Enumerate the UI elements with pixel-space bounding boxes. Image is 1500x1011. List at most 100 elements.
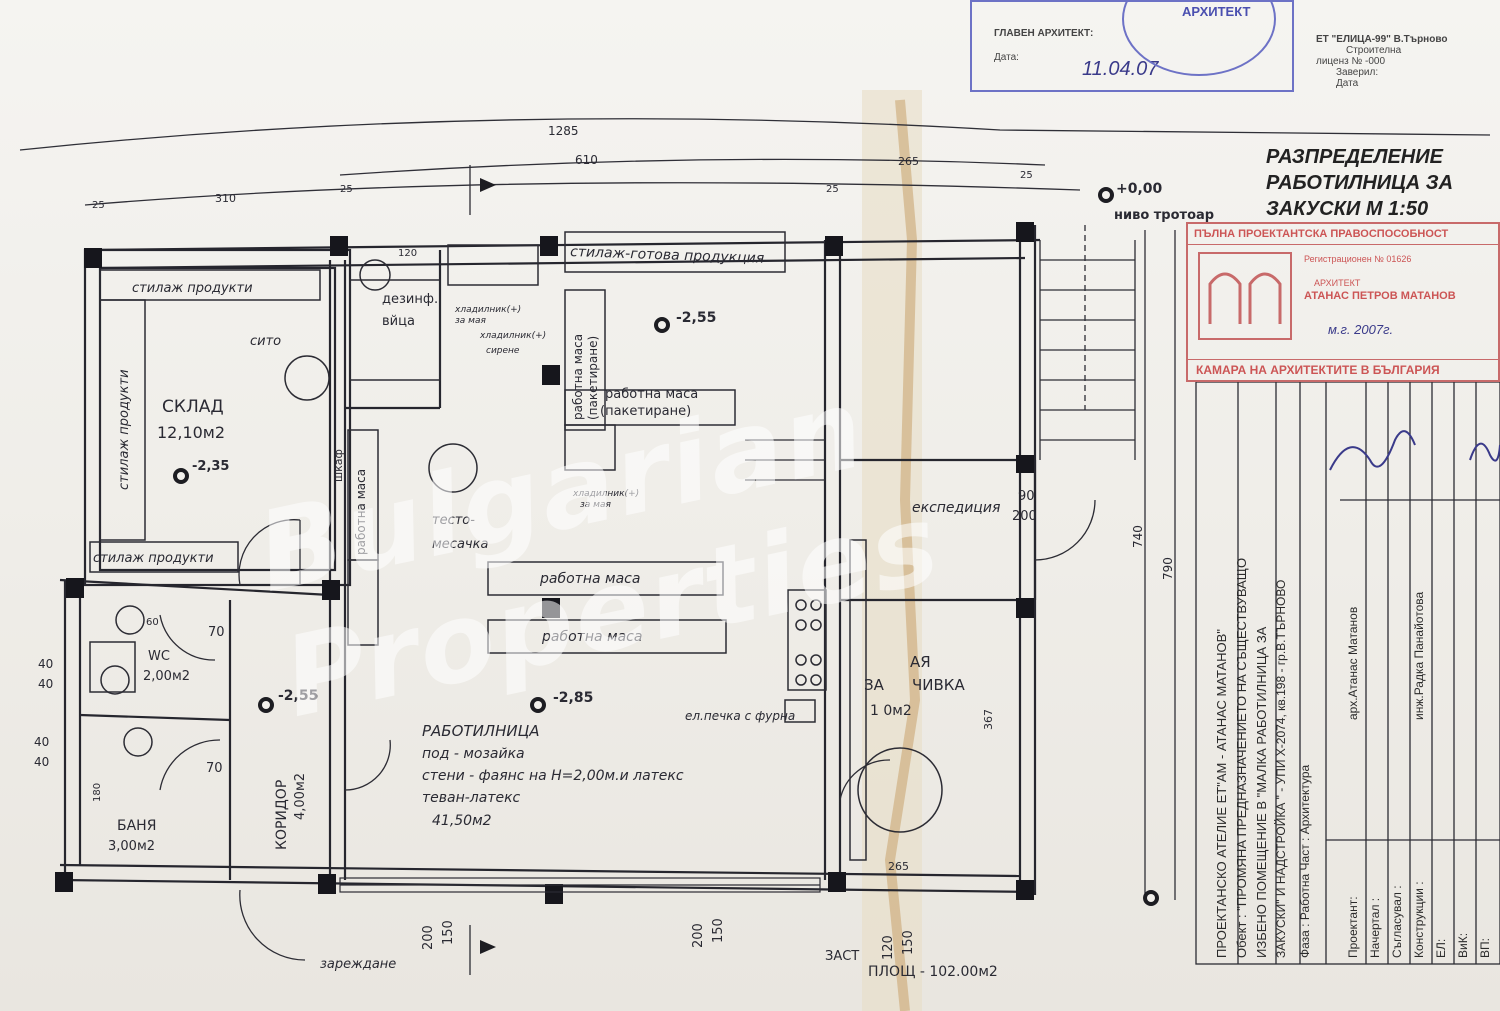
company-l4: Заверил: bbox=[1336, 67, 1379, 78]
dim-120: 120 bbox=[398, 248, 417, 259]
room-area-bath: 3,00м2 bbox=[108, 839, 155, 854]
blue-stamp-date-label: Дата: bbox=[994, 52, 1019, 63]
company-l2: Строителна bbox=[1346, 45, 1402, 56]
staircase bbox=[745, 225, 1136, 481]
dim-40-a: 40 bbox=[38, 657, 53, 671]
label-dezinf: дезинф. bbox=[382, 292, 438, 307]
label-fridge-1b: за мая bbox=[455, 316, 486, 326]
drawing-title: РАЗПРЕДЕЛЕНИЕ РАБОТИЛНИЦА ЗА ЗАКУСКИ М 1… bbox=[1266, 144, 1496, 222]
company-l3: лиценз № -000 bbox=[1316, 56, 1386, 67]
label-zastr: ЗАСТ bbox=[825, 949, 859, 964]
room-name-rest-c: ЧИВКА bbox=[912, 676, 965, 694]
room-area-corridor: 4,00м2 bbox=[293, 773, 308, 820]
room-area-wc: 2,00м2 bbox=[143, 669, 190, 684]
room-area-rest: 1 0м2 bbox=[870, 703, 912, 719]
dim-60: 60 bbox=[146, 617, 159, 628]
dim-200: 200 bbox=[1012, 509, 1037, 524]
tt-col2: Обект : "ПРОМЯНА ПРЕДНАЗНАЧЕНИЕТО НА СЪЩ… bbox=[1234, 557, 1249, 958]
dim-150-bottom-b: 150 bbox=[711, 918, 726, 943]
dim-25-c: 25 bbox=[826, 184, 839, 195]
label-fridge-2: хладилник(+) bbox=[572, 489, 639, 499]
dim-150-bottom-a: 150 bbox=[441, 920, 456, 945]
dim-200-bottom-a: 200 bbox=[421, 925, 436, 950]
label-shelf-top: стилаж продукти bbox=[132, 281, 253, 296]
dim-310: 310 bbox=[215, 192, 236, 205]
room-name-rest-b: ЗА bbox=[864, 676, 885, 694]
level-sklad: -2,35 bbox=[192, 459, 229, 474]
dim-25-d: 25 bbox=[1020, 170, 1033, 181]
dim-70-wc: 70 bbox=[208, 625, 225, 640]
dim-1285: 1285 bbox=[548, 124, 579, 138]
level-workshop: -2,85 bbox=[553, 690, 593, 706]
stamp-name: АТАНАС ПЕТРОВ МАТАНОВ bbox=[1304, 290, 1456, 302]
stamp-reg: Регистрационен № 01626 bbox=[1304, 254, 1412, 264]
dim-180: 180 bbox=[92, 783, 103, 802]
dim-265-bottom: 265 bbox=[888, 860, 909, 873]
stamp-chamber: КАМАРА НА АРХИТЕКТИТЕ В БЪЛГАРИЯ bbox=[1188, 359, 1498, 380]
room-name-sklad: СКЛАД bbox=[162, 397, 224, 417]
stamp-logo bbox=[1198, 252, 1292, 340]
workshop-walls: стени - фаянс на H=2,00м.и латекс bbox=[422, 768, 684, 784]
label-fridge-cheese: хладилник(+) bbox=[479, 331, 546, 341]
room-name-wc: WC bbox=[148, 649, 170, 664]
tt-col3: ИЗБЕНО ПОМЕЩЕНИЕ В "МАЛКА РАБОТИЛНИЦА ЗА bbox=[1254, 626, 1269, 958]
label-table-pack-h2: (пакетиране) bbox=[600, 404, 691, 419]
tt-vik: ВиК: bbox=[1456, 932, 1470, 958]
label-table-side: работна маса bbox=[354, 469, 368, 555]
section-arrows bbox=[480, 178, 496, 954]
label-fridge-2b: за мая bbox=[580, 500, 611, 510]
label-shelf-side: стилаж продукти bbox=[117, 369, 132, 490]
stamp-red-title: ПЪЛНА ПРОЕКТАНТСКА ПРАВОСПОСОБНОСТ bbox=[1188, 224, 1498, 245]
fixtures bbox=[100, 259, 943, 833]
door-swings bbox=[159, 499, 1096, 961]
columns bbox=[55, 222, 1034, 904]
label-built-area: ПЛОЩ - 102.00м2 bbox=[868, 964, 998, 980]
dimension-lines bbox=[19, 118, 1491, 900]
tt-col4: ЗАКУСКИ" И НАДСТРОЙКА " - УПИ Х-2074, кв… bbox=[1274, 579, 1288, 958]
dim-367: 367 bbox=[982, 709, 995, 730]
label-table-pack-h1: работна маса bbox=[605, 387, 698, 402]
room-name-rest-a: АЯ bbox=[910, 653, 931, 671]
label-dezinf-b: вйца bbox=[382, 314, 415, 329]
label-table-2: работна маса bbox=[541, 629, 642, 645]
workshop-area: 41,50м2 bbox=[432, 813, 492, 829]
label-fridge-cheese-b: сирене bbox=[486, 346, 520, 356]
tt-el: ЕЛ: bbox=[1434, 938, 1448, 958]
label-mixer-a: тесто- bbox=[432, 513, 475, 528]
label-table-1: работна маса bbox=[539, 571, 640, 587]
dim-40-b: 40 bbox=[38, 677, 53, 691]
workshop-ceiling: теван-латекс bbox=[422, 790, 521, 806]
dim-790: 790 bbox=[1161, 557, 1175, 580]
dim-200-bottom-b: 200 bbox=[691, 923, 706, 948]
title-table-grid bbox=[1195, 381, 1500, 965]
tt-proektant-name: арх.Атанас Матанов bbox=[1346, 606, 1360, 720]
label-fridge-1: хладилник(+) bbox=[454, 305, 521, 315]
title-line-3: ЗАКУСКИ М 1:50 bbox=[1266, 198, 1429, 220]
dim-25-a: 25 bbox=[92, 200, 105, 211]
tt-proektant: Проектант: bbox=[1346, 896, 1360, 958]
architect-stamp: ПЪЛНА ПРОЕКТАНТСКА ПРАВОСПОСОБНОСТ Регис… bbox=[1186, 222, 1500, 382]
company-stamp: ЕТ "ЕЛИЦА-99" В.Търново Строителна лицен… bbox=[1316, 34, 1500, 114]
room-name-corridor: КОРИДОР bbox=[274, 780, 290, 850]
level-zero-label: ниво тротоар bbox=[1114, 208, 1214, 223]
furniture-outlines bbox=[89, 231, 867, 861]
dim-740: 740 bbox=[1131, 525, 1145, 548]
tt-konstr: Конструкции : bbox=[1412, 881, 1426, 958]
dim-150-bottom-c: 150 bbox=[901, 930, 916, 955]
dim-40-c: 40 bbox=[34, 735, 49, 749]
stamp-date: м.г. 2007г. bbox=[1328, 322, 1394, 337]
label-sito: сито bbox=[250, 334, 281, 349]
company-l1: ЕТ "ЕЛИЦА-99" В.Търново bbox=[1316, 34, 1448, 45]
tt-col5: Фаза : Работна Част : Архитектура bbox=[1298, 764, 1312, 958]
plan-labels: СКЛАД 12,10м2 -2,35 стилаж продукти стил… bbox=[34, 124, 1214, 980]
label-dispatch: експедиция bbox=[912, 500, 1000, 516]
walls bbox=[59, 225, 1041, 895]
dim-40-d: 40 bbox=[34, 755, 49, 769]
label-table-pack-v2: (пакетиране) bbox=[586, 336, 600, 420]
dim-120-bottom: 120 bbox=[881, 935, 896, 960]
stamp-logo-icon bbox=[1208, 272, 1282, 324]
blue-stamp-date: 11.04.07 bbox=[1082, 58, 1159, 80]
signature-2 bbox=[1469, 442, 1500, 462]
label-shelf-finished: стилаж-готова продукция bbox=[570, 244, 765, 267]
